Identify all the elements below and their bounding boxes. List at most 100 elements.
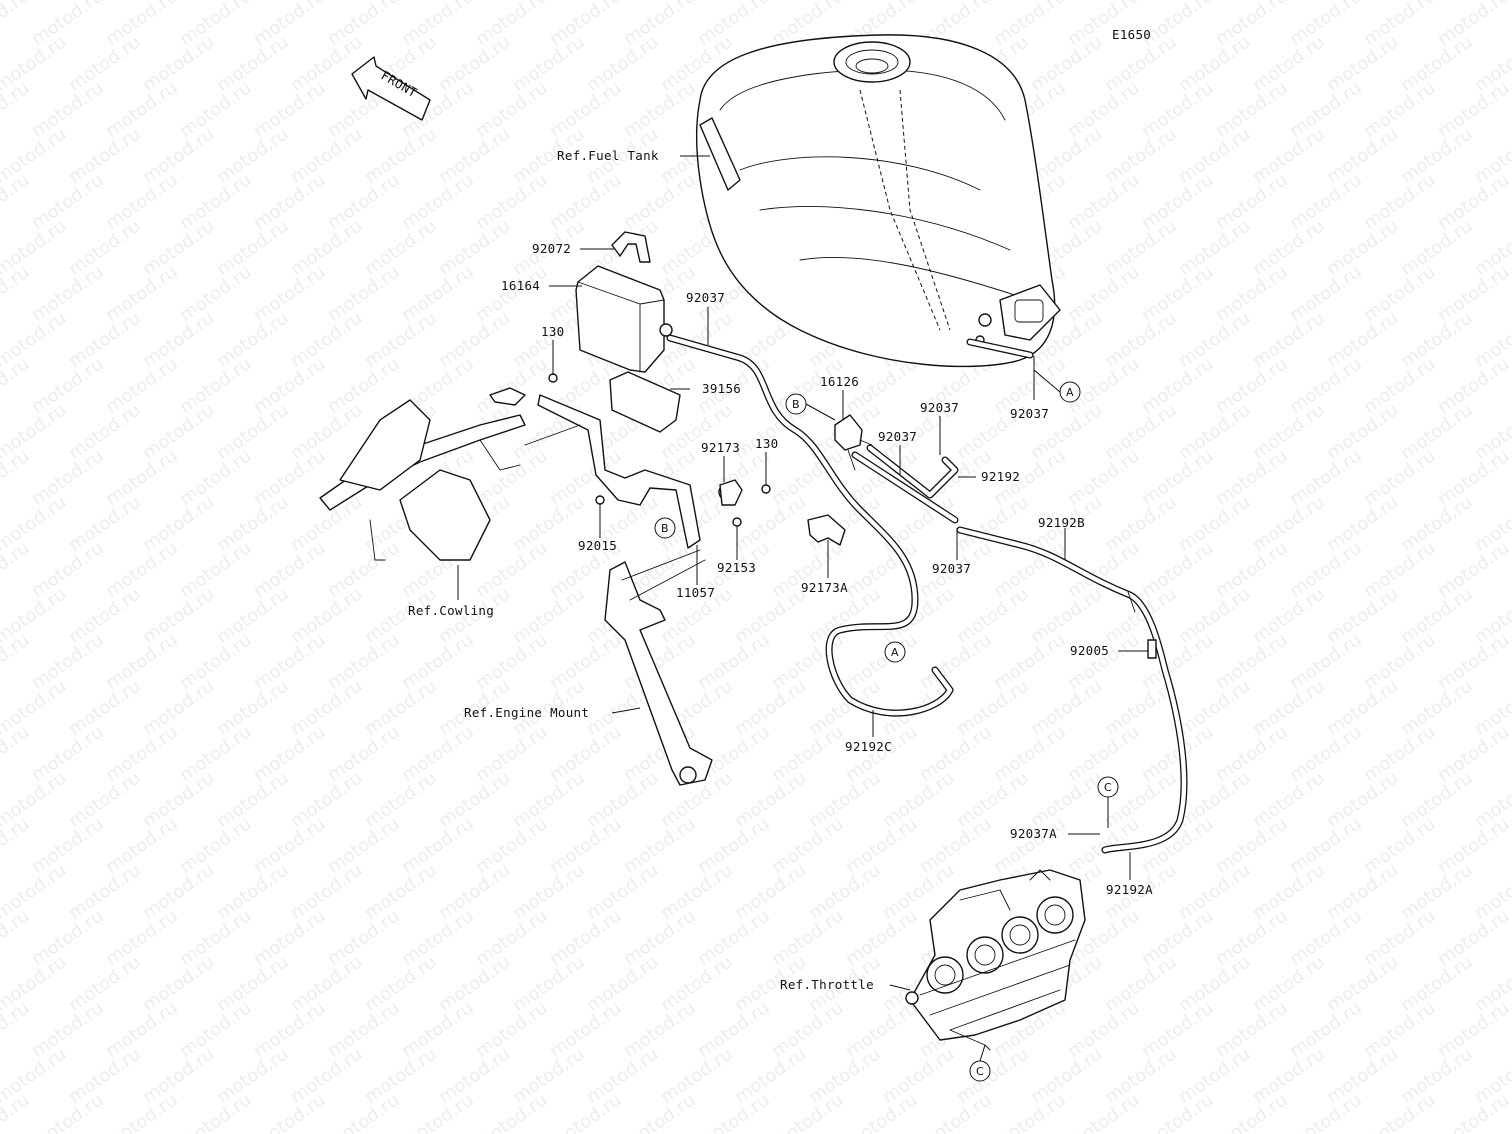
watermark-text: motod.ru — [472, 906, 552, 971]
marker-b-2-label: B — [661, 522, 669, 535]
watermark-text: motod.ru — [620, 814, 700, 879]
watermark-text: motod.ru — [250, 354, 330, 419]
diagram-code: E1650 — [1112, 27, 1151, 42]
watermark-text: motod.ru — [583, 768, 663, 833]
watermark-text: motod.ru — [1434, 446, 1512, 511]
watermark-text: motod.ru — [1101, 952, 1181, 1017]
watermark-text: motod.ru — [1323, 952, 1403, 1017]
cowling-bracket-drawing — [319, 387, 581, 561]
watermark-text: motod.ru — [28, 538, 108, 603]
watermark-text: motod.ru — [1286, 998, 1366, 1063]
leader-lines — [457, 155, 1148, 1062]
watermark-text: motod.ru — [398, 906, 478, 971]
watermark-text: motod.ru — [1360, 538, 1440, 603]
watermark-text: motod.ru — [1027, 768, 1107, 833]
watermark-text: motod.ru — [1360, 630, 1440, 695]
watermark-text: motod.ru — [213, 124, 293, 189]
watermark-text: motod.ru — [1397, 952, 1477, 1017]
watermark-text: motod.ru — [65, 952, 145, 1017]
watermark-text: motod.ru — [1434, 814, 1512, 879]
watermark-text: motod.ru — [213, 1044, 293, 1109]
watermark-text: motod.ru — [1064, 262, 1144, 327]
cap-drawing — [719, 479, 743, 506]
watermark-text: motod.ru — [731, 768, 811, 833]
watermark-text: motod.ru — [65, 124, 145, 189]
watermark-text: motod.ru — [1286, 262, 1366, 327]
watermark-text: motod.ru — [28, 998, 108, 1063]
watermark-text: motod.ru — [879, 768, 959, 833]
part-number-92037-c: 92037 — [878, 429, 917, 444]
watermark-text: motod.ru — [361, 860, 441, 925]
watermark-text: motod.ru — [1434, 78, 1512, 143]
watermark-text: motod.ru — [1434, 630, 1512, 695]
throttle-body-drawing — [905, 869, 1086, 1051]
watermark-text: motod.ru — [731, 860, 811, 925]
watermark-text: motod.ru — [28, 170, 108, 235]
watermark-text: motod.ru — [1286, 170, 1366, 235]
watermark-text: motod.ru — [176, 906, 256, 971]
watermark-text: motod.ru — [1397, 32, 1477, 97]
part-number-130-a: 130 — [541, 324, 564, 339]
watermark-text: motod.ru — [213, 32, 293, 97]
watermark-text: motod.ru — [472, 0, 552, 50]
watermark-text: motod.ru — [1508, 354, 1512, 419]
watermark-text: motod.ru — [583, 952, 663, 1017]
watermark-text: motod.ru — [1397, 492, 1477, 557]
watermark-text: motod.ru — [768, 906, 848, 971]
watermark-text: motod.ru — [1101, 584, 1181, 649]
watermark-text: motod.ru — [546, 906, 626, 971]
part-number-92037-b: 92037 — [920, 400, 959, 415]
watermark-text: motod.ru — [879, 1044, 959, 1109]
watermark-text: motod.ru — [1323, 32, 1403, 97]
watermark-text: motod.ru — [250, 0, 330, 50]
watermark-text: motod.ru — [139, 492, 219, 557]
watermark-text: motod.ru — [398, 722, 478, 787]
watermark-text: motod.ru — [472, 998, 552, 1063]
watermark-text: motod.ru — [398, 0, 478, 50]
watermark-text: motod.ru — [102, 906, 182, 971]
watermark-text: motod.ru — [1101, 308, 1181, 373]
watermark-text: motod.ru — [546, 170, 626, 235]
watermark-text: motod.ru — [1249, 768, 1329, 833]
part-number-11057: 11057 — [676, 585, 715, 600]
watermark-text: motod.ru — [65, 32, 145, 97]
watermark-text: motod.ru — [324, 906, 404, 971]
watermark-text: motod.ru — [176, 0, 256, 50]
watermark-text: motod.ru — [472, 354, 552, 419]
part-number-92192: 92192 — [981, 469, 1020, 484]
watermark-text: motod.ru — [176, 998, 256, 1063]
watermark-text: motod.ru — [990, 0, 1070, 50]
watermark-text: motod.ru — [1434, 0, 1512, 50]
watermark-text: motod.ru — [435, 952, 515, 1017]
part-number-92072: 92072 — [532, 241, 571, 256]
marker-c-1-label: C — [1104, 781, 1112, 794]
watermark-text: motod.ru — [916, 630, 996, 695]
watermark-text: motod.ru — [213, 768, 293, 833]
watermark-text: motod.ru — [1508, 814, 1512, 879]
watermark-text: motod.ru — [1360, 722, 1440, 787]
watermark-text: motod.ru — [102, 78, 182, 143]
marker-a-1-label: A — [1066, 386, 1074, 399]
watermark-text: motod.ru — [879, 584, 959, 649]
watermark-text: motod.ru — [1434, 722, 1512, 787]
fuel-tank-drawing — [696, 34, 1061, 368]
watermark-text: motod.ru — [990, 814, 1070, 879]
watermark-text: motod.ru — [1286, 722, 1366, 787]
watermark-text: motod.ru — [1360, 998, 1440, 1063]
watermark-text: motod.ru — [250, 630, 330, 695]
watermark-text: motod.ru — [324, 998, 404, 1063]
watermark-text: motod.ru — [1101, 216, 1181, 281]
watermark-text: motod.ru — [1508, 262, 1512, 327]
watermark-text: motod.ru — [509, 860, 589, 925]
watermark-text: motod.ru — [620, 170, 700, 235]
watermark-text: motod.ru — [361, 1044, 441, 1109]
watermark-text: motod.ru — [361, 952, 441, 1017]
watermark-text: motod.ru — [28, 630, 108, 695]
watermark-text: motod.ru — [620, 0, 700, 50]
watermark-text: motod.ru — [1286, 78, 1366, 143]
watermark-text: motod.ru — [139, 308, 219, 373]
watermark-text: motod.ru — [1212, 814, 1292, 879]
watermark-text: motod.ru — [509, 308, 589, 373]
watermark-text: motod.ru — [546, 998, 626, 1063]
part-number-92173: 92173 — [701, 440, 740, 455]
